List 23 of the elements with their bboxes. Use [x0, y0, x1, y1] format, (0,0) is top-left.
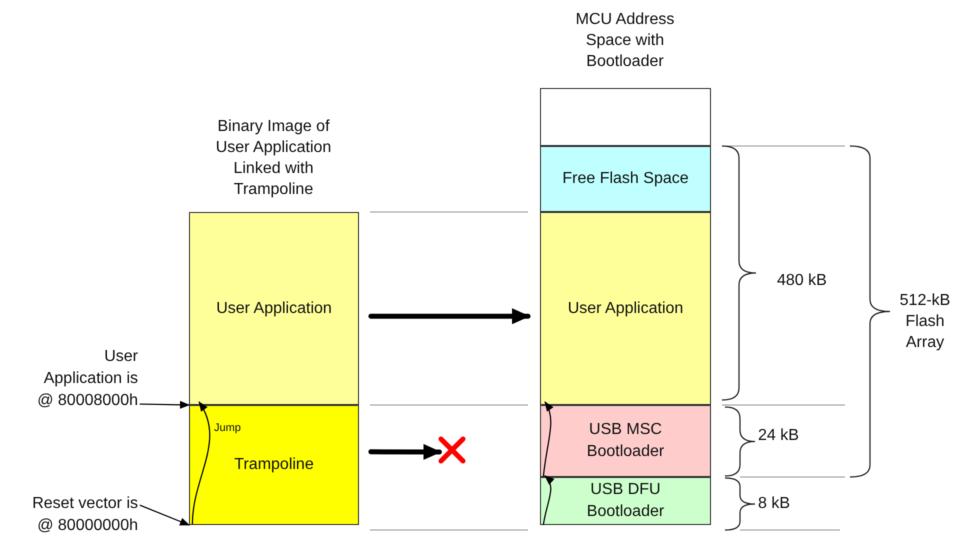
arrow	[542, 401, 554, 477]
size-label: 480 kB	[777, 271, 828, 291]
arrow	[192, 401, 210, 524]
size-label: 8 kB	[758, 494, 792, 514]
memory-block: USB DFU Bootloader	[540, 477, 711, 525]
column-heading: Binary Image of User Application Linked with Trampoline	[214, 117, 332, 200]
cross-mark	[438, 436, 466, 464]
size-label: 512-kB Flash Array	[898, 291, 952, 353]
column-heading: MCU Address Space with Bootloader	[574, 10, 676, 72]
memory-block: User Application	[540, 212, 711, 405]
size-label: 24 kB	[758, 426, 800, 446]
address-note: Reset vector is @ 80000000h	[26, 493, 138, 535]
arrow	[542, 475, 554, 526]
memory-block	[540, 88, 711, 146]
arrow	[140, 400, 190, 409]
arrow	[368, 444, 442, 460]
address-note: User Application is @ 80008000h	[30, 346, 138, 412]
memory-block: USB MSC Bootloader	[540, 405, 711, 477]
memory-block: User Application	[189, 212, 359, 405]
memory-block: Free Flash Space	[540, 146, 711, 212]
arrow	[140, 504, 190, 526]
arrow	[368, 308, 531, 324]
edge-label: Jump	[214, 422, 241, 435]
